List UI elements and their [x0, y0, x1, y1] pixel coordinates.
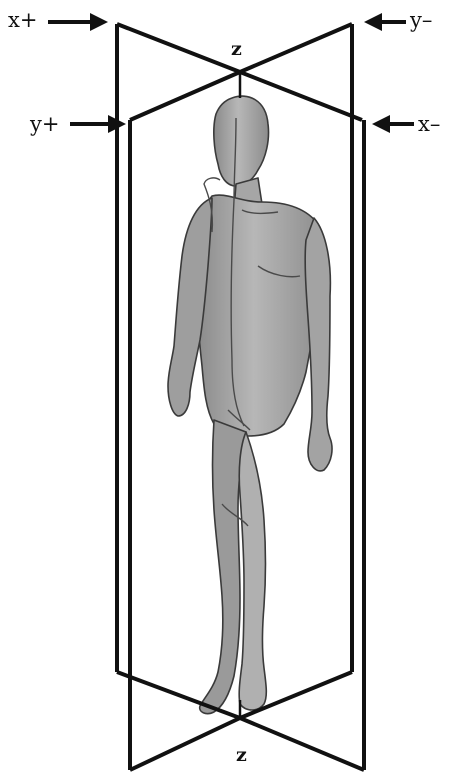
label-x-plus: x+	[8, 10, 37, 31]
label-z-top: z	[231, 40, 242, 59]
label-y-plus: y+	[30, 114, 59, 135]
plane2-top-edge	[240, 24, 352, 72]
label-z-bottom: z	[236, 746, 247, 765]
plane1-top-edge	[117, 24, 240, 72]
label-y-minus: y–	[410, 10, 432, 31]
arrow-x-plus	[48, 13, 108, 31]
figure-torso	[196, 195, 325, 436]
figure-leg-right	[239, 432, 266, 710]
figure-arm-right	[305, 218, 332, 471]
plane1-bottom-edge-continue	[240, 718, 364, 770]
human-figure	[168, 96, 332, 714]
plane2-bottom-edge	[130, 718, 240, 770]
arrow-x-minus	[372, 115, 414, 133]
label-x-minus: x–	[418, 114, 440, 135]
arrow-y-minus	[364, 13, 406, 31]
figure-head	[214, 96, 269, 186]
